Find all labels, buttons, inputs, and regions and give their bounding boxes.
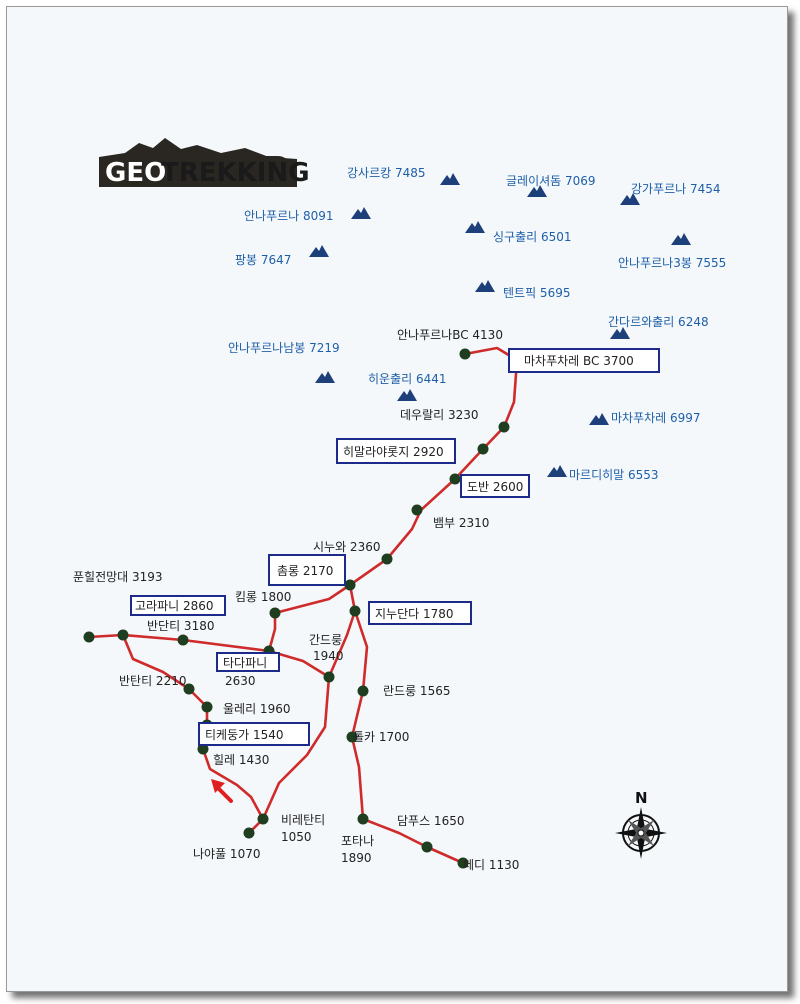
node-birethanti xyxy=(257,813,269,825)
peak-label: 강가푸르나 7454 xyxy=(631,182,721,196)
place-label: 안나푸르나BC 4130 xyxy=(397,328,503,342)
place-label: 란드룽 1565 xyxy=(383,684,450,698)
node-bamboo xyxy=(411,504,423,516)
peak-label: 팡봉 7647 xyxy=(235,253,291,267)
place-label: 촘롱 2170 xyxy=(277,564,333,578)
mountain-icon xyxy=(589,413,609,425)
node-sinuwa xyxy=(381,553,393,565)
geotrekking-logo: GEO TREKKING xyxy=(99,138,310,188)
place-label: 울레리 1960 xyxy=(223,702,290,716)
place-label: 포타나 xyxy=(341,834,374,848)
mountain-icon xyxy=(351,207,371,219)
node-tolka xyxy=(346,731,358,743)
peak-icons xyxy=(309,173,691,477)
node-poonhill xyxy=(83,631,95,643)
peak-label: 안나푸르나남봉 7219 xyxy=(228,341,340,355)
place-label: 페디 1130 xyxy=(463,858,519,872)
map-card: GEO TREKKING xyxy=(6,6,788,992)
node-nayapul xyxy=(243,827,255,839)
place-label: 비레탄티 xyxy=(281,813,325,827)
trekking-map: GEO TREKKING xyxy=(73,138,726,872)
mountain-icon xyxy=(440,173,460,185)
mountain-icon xyxy=(610,327,630,339)
peak-label: 강사르캉 7485 xyxy=(347,166,426,180)
place-label: 1050 xyxy=(281,830,312,844)
node-abc xyxy=(459,348,471,360)
place-label: 톨카 1700 xyxy=(353,730,409,744)
place-label: 지누단다 1780 xyxy=(375,607,454,621)
node-doban xyxy=(449,473,461,485)
node-phedi xyxy=(457,857,469,869)
place-label: 히말라야롯지 2920 xyxy=(343,445,444,459)
node-hille xyxy=(197,743,209,755)
peak-label: 마차푸차레 6997 xyxy=(611,411,701,425)
peak-label: 싱구출리 6501 xyxy=(493,230,572,244)
peak-label: 글레이셔돔 7069 xyxy=(506,174,596,188)
mountain-icon xyxy=(309,245,329,257)
mountain-icon xyxy=(671,233,691,245)
peak-label: 마르디히말 6553 xyxy=(569,468,659,482)
node-banthanti xyxy=(183,683,195,695)
place-label: 반탄티 2210 xyxy=(119,674,186,688)
node-jhinu xyxy=(349,605,361,617)
place-label: 1940 xyxy=(313,649,344,663)
peak-label: 히운출리 6441 xyxy=(368,372,447,386)
node-ulleri xyxy=(201,701,213,713)
peak-label: 간다르와출리 6248 xyxy=(608,315,709,329)
place-label: 1890 xyxy=(341,851,372,865)
place-label: 타다파니 xyxy=(223,656,267,670)
place-label: 도반 2600 xyxy=(467,480,523,494)
mountain-icon xyxy=(547,465,567,477)
place-label: 나야풀 1070 xyxy=(193,847,260,861)
node-ghorepani xyxy=(117,629,129,641)
node-landruk xyxy=(357,685,369,697)
place-label: 마차푸차레 BC 3700 xyxy=(524,354,634,368)
start-arrow-icon xyxy=(211,779,233,803)
place-label: 뱀부 2310 xyxy=(433,516,489,530)
peak-labels: 강사르캉 7485 글레이셔돔 7069 강가푸르나 7454 안나푸르나 80… xyxy=(228,166,726,482)
mountain-icon xyxy=(620,193,640,205)
node-bandanti xyxy=(177,634,189,646)
place-label: 2630 xyxy=(225,674,256,688)
node-gandrung xyxy=(323,671,335,683)
compass-rose-icon: N xyxy=(615,789,667,859)
node-himalaya xyxy=(477,443,489,455)
compass-north-label: N xyxy=(635,789,648,807)
peak-label: 텐트픽 5695 xyxy=(503,286,570,300)
node-pothana xyxy=(357,813,369,825)
mountain-icon xyxy=(527,185,547,197)
peak-label: 안나푸르나 8091 xyxy=(244,209,334,223)
place-label: 담푸스 1650 xyxy=(397,814,464,828)
peak-label: 안나푸르나3봉 7555 xyxy=(618,256,726,270)
node-dhampus xyxy=(421,841,433,853)
place-label: 킴롱 1800 xyxy=(235,590,291,604)
place-label: 티케둥가 1540 xyxy=(205,728,284,742)
node-chomrong xyxy=(344,579,356,591)
place-label: 고라파니 2860 xyxy=(135,599,214,613)
mountain-icon xyxy=(315,371,335,383)
logo-geo-text: GEO xyxy=(105,158,166,188)
mountain-icon xyxy=(475,280,495,292)
place-label: 반단티 3180 xyxy=(147,619,214,633)
logo-trekking-text: TREKKING xyxy=(161,158,310,188)
node-deurali xyxy=(498,421,510,433)
place-label: 데우랄리 3230 xyxy=(400,408,479,422)
mountain-icon xyxy=(465,221,485,233)
place-label: 시누와 2360 xyxy=(313,540,380,554)
mountain-icon xyxy=(397,389,417,401)
highlight-boxes xyxy=(130,348,660,746)
place-labels: 안나푸르나BC 4130 마차푸차레 BC 3700 데우랄리 3230 히말라… xyxy=(73,328,634,872)
place-label: 간드룽 xyxy=(309,633,342,647)
node-kimrong xyxy=(269,607,281,619)
place-label: 힐레 1430 xyxy=(213,753,269,767)
place-label: 푼힐전망대 3193 xyxy=(73,570,163,584)
